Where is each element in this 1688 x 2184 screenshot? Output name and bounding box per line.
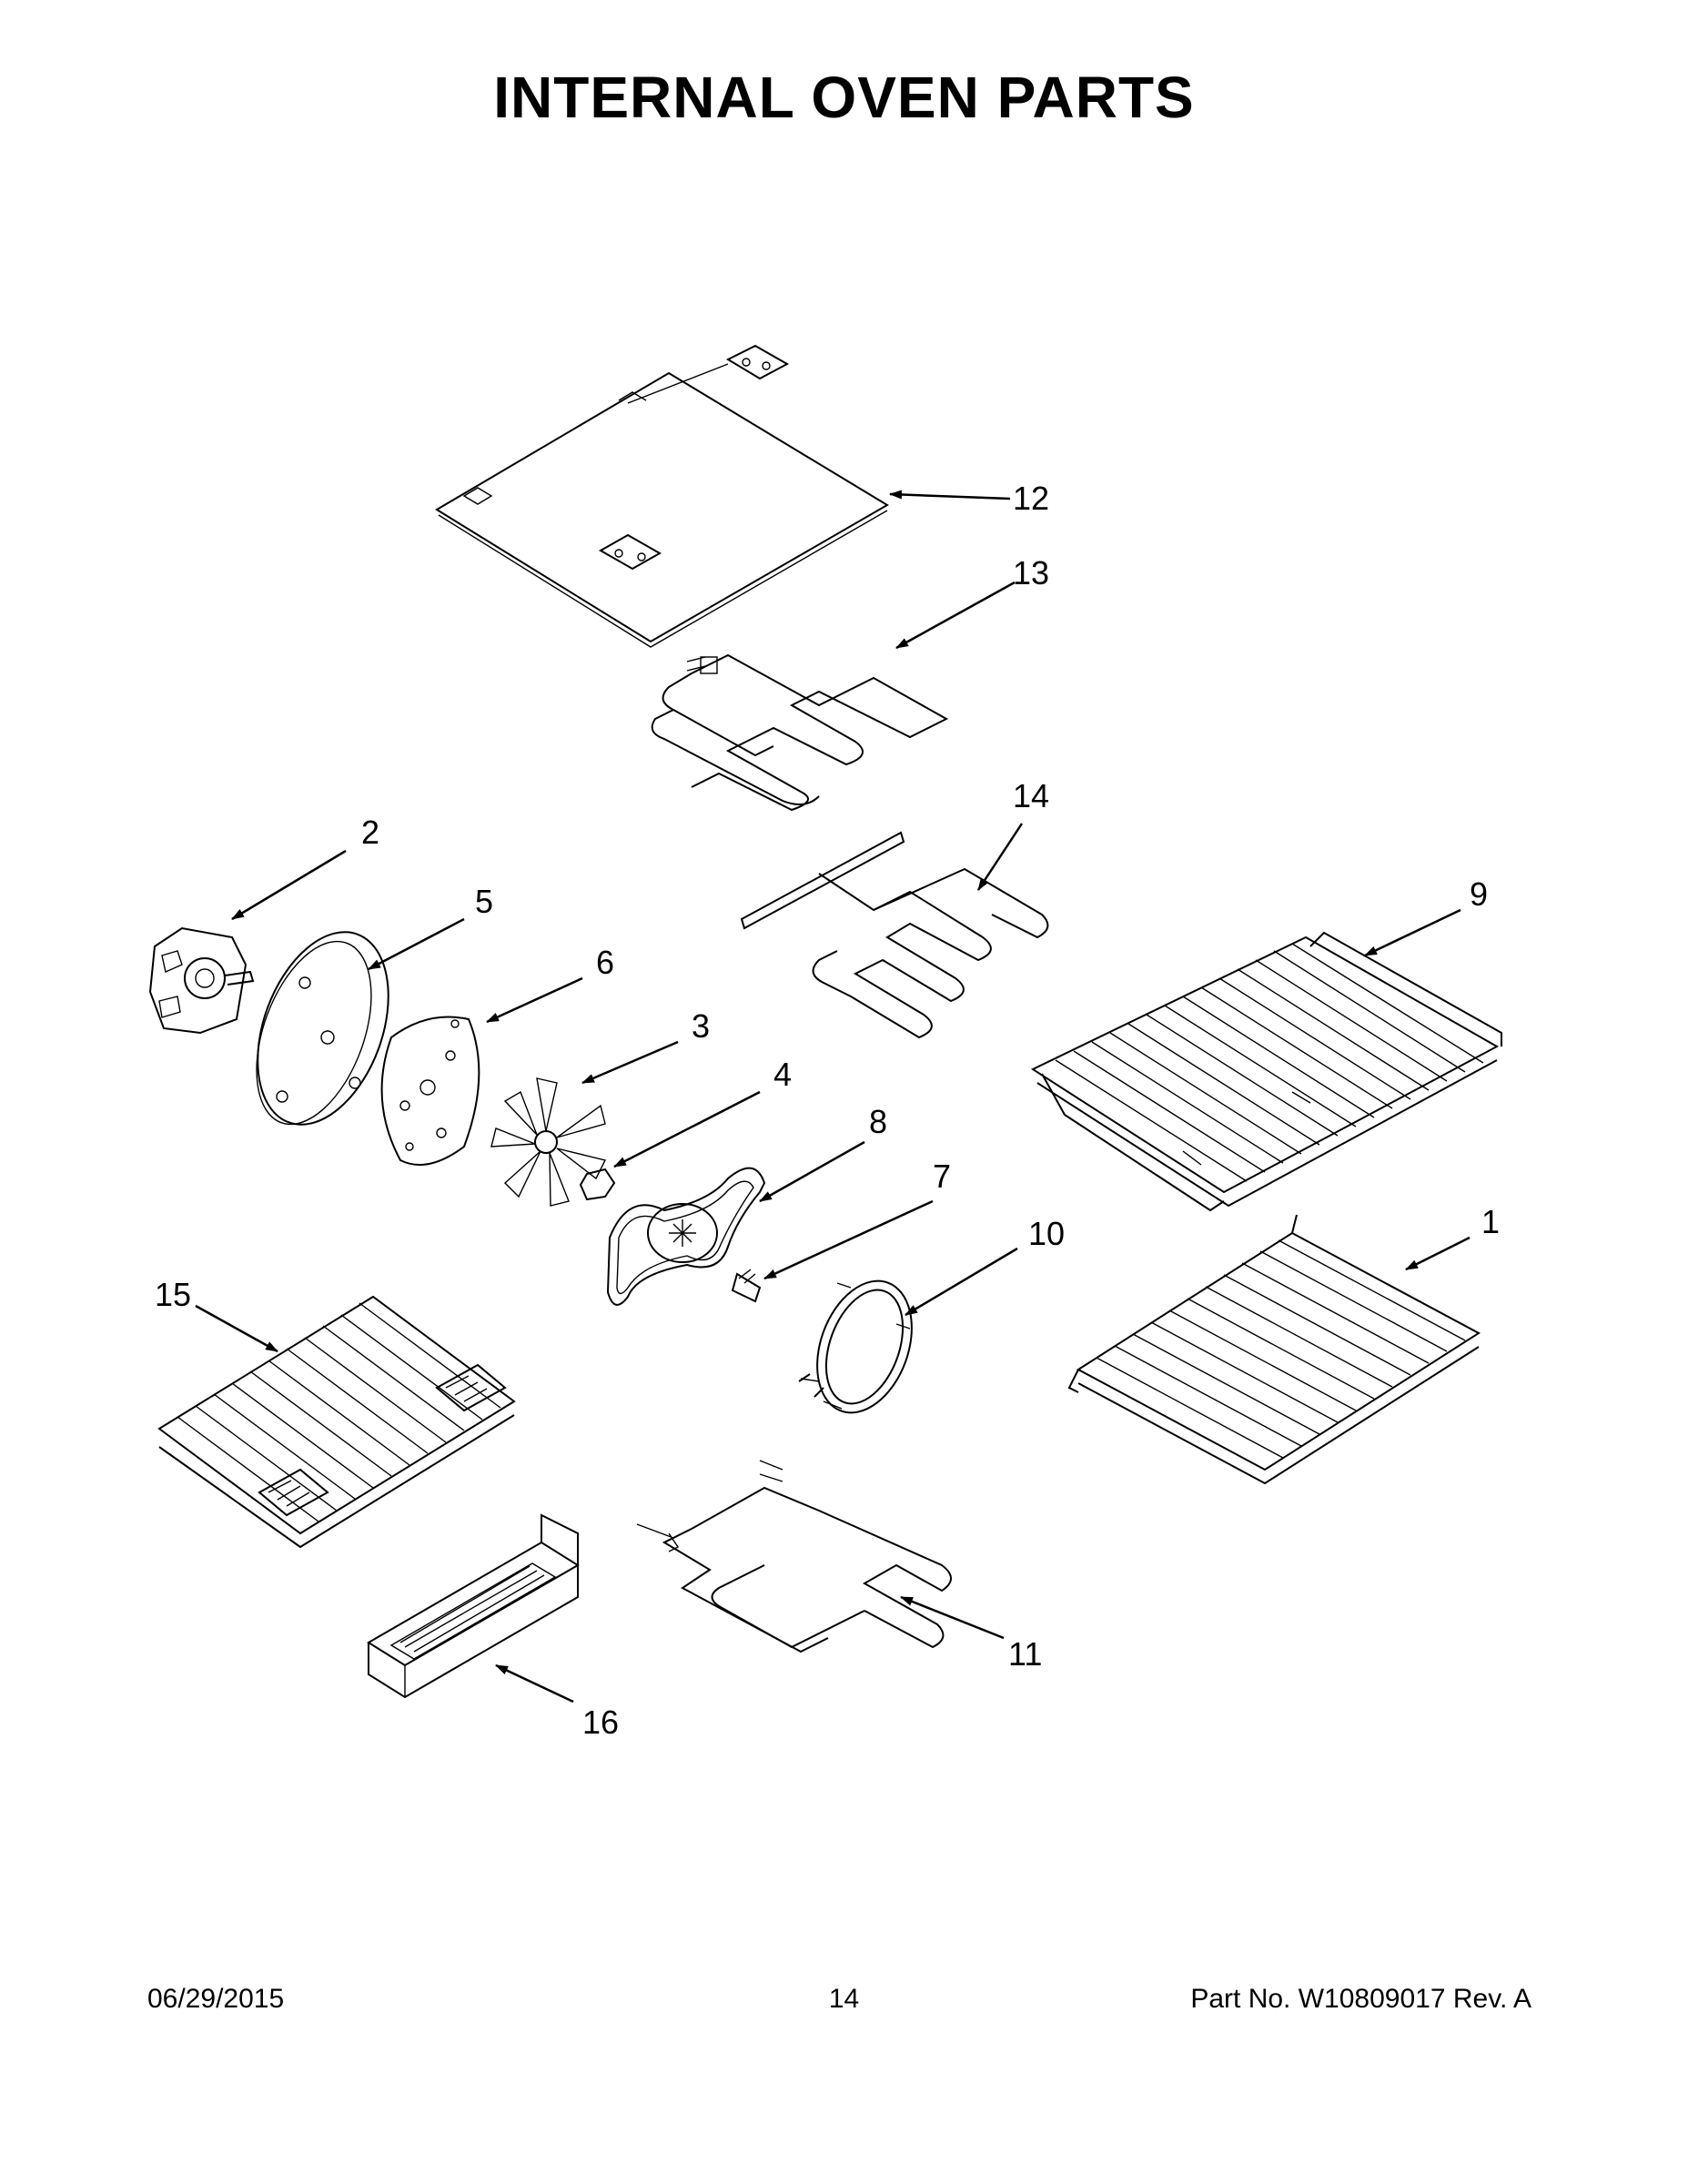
footer-date: 06/29/2015	[147, 1984, 285, 2014]
callout-16: 16	[582, 1704, 619, 1741]
callout-2: 2	[361, 814, 379, 851]
page-title: INTERNAL OVEN PARTS	[493, 65, 1195, 130]
part-11-lower-element	[636, 1460, 952, 1653]
part-5-heat-shield	[256, 931, 389, 1126]
callout-11: 11	[1008, 1635, 1042, 1673]
callout-10: 10	[1028, 1215, 1065, 1252]
callout-1: 1	[1481, 1203, 1500, 1240]
part-6-fan-shroud	[380, 1016, 480, 1166]
part-13-broil-element	[651, 653, 949, 812]
callout-7: 7	[933, 1158, 951, 1195]
footer-page-number: 14	[828, 1984, 860, 2014]
part-8-baffle-bracket	[606, 1167, 766, 1306]
callout-9: 9	[1470, 875, 1488, 913]
callout-6: 6	[596, 944, 614, 981]
part-9-rolling-rack	[1030, 931, 1502, 1212]
part-7-screw	[731, 1269, 762, 1303]
part-10-convection-element	[798, 1279, 913, 1414]
part-1-oven-rack	[1067, 1214, 1481, 1485]
callout-14: 14	[1013, 777, 1049, 814]
part-3-fan-blade	[490, 1077, 607, 1207]
callout-3: 3	[692, 1007, 710, 1045]
part-2-convection-motor	[148, 926, 255, 1035]
callout-8: 8	[869, 1103, 887, 1140]
callout-15: 15	[155, 1276, 191, 1313]
leader-arrows	[195, 490, 1471, 1704]
part-4-nut	[579, 1168, 616, 1201]
part-12-bottom-panel	[435, 344, 889, 648]
callout-5: 5	[475, 883, 493, 920]
callout-13: 13	[1013, 554, 1049, 592]
footer-part-number: Part No. W10809017 Rev. A	[1190, 1984, 1531, 2014]
callout-4: 4	[773, 1056, 792, 1093]
part-14-bake-element	[740, 831, 1049, 1039]
part-15-rack	[157, 1295, 516, 1549]
part-16-broiler-tray	[367, 1513, 580, 1699]
callout-12: 12	[1013, 480, 1049, 517]
